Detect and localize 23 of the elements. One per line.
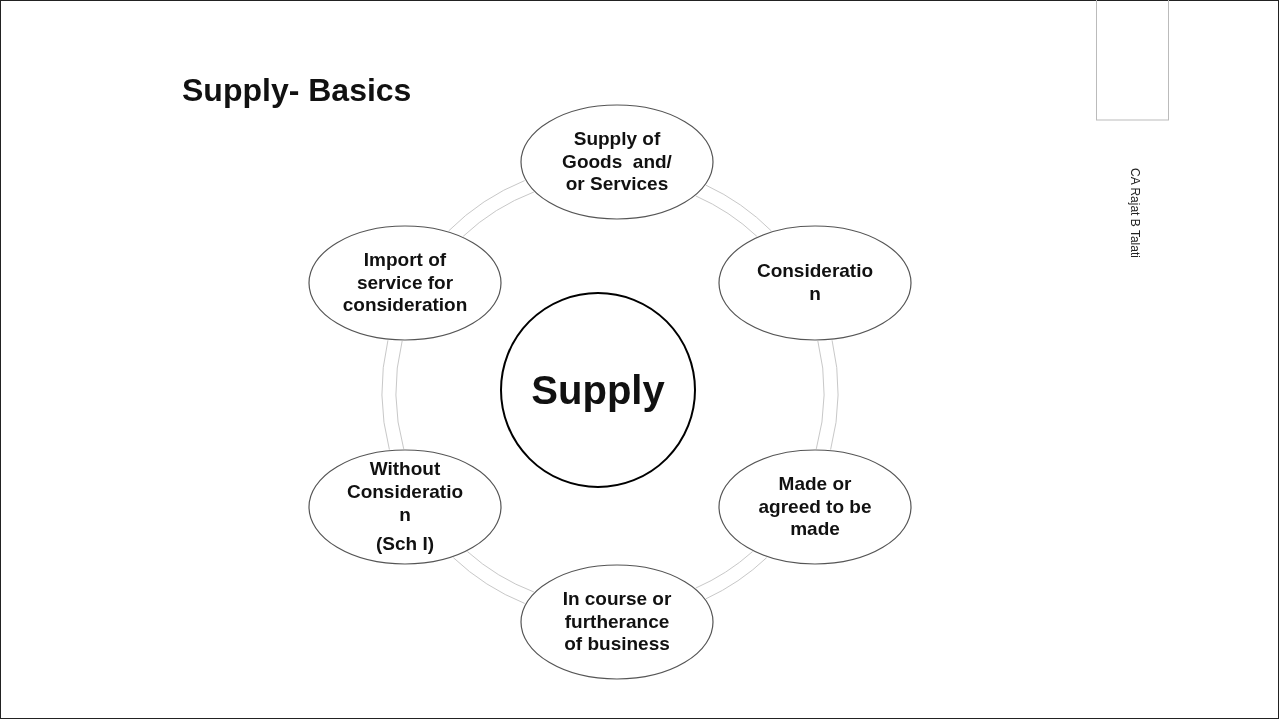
ellipse-node xyxy=(520,564,714,680)
node-label: Without Consideratio n xyxy=(345,458,465,527)
ring-connector xyxy=(815,339,839,451)
node-label: Import of service for consideration xyxy=(341,248,469,318)
ring-connector xyxy=(695,184,772,237)
ellipse-node xyxy=(308,449,502,565)
node-label: (Sch I) xyxy=(374,532,436,556)
ring-connector xyxy=(695,551,768,600)
node-label: Supply of Goods and/ or Services xyxy=(561,127,673,197)
ellipse-node xyxy=(520,104,714,220)
node-label: In course or furtherance of business xyxy=(561,587,673,657)
ellipse-node xyxy=(718,449,912,565)
author-note: CA Rajat B Talati xyxy=(1128,167,1142,260)
node-label: Made or agreed to be made xyxy=(757,472,873,542)
ring-connector xyxy=(448,180,535,237)
node-label: Supply xyxy=(530,367,666,414)
center-circle xyxy=(500,292,696,488)
ring-connector xyxy=(381,339,405,451)
ring-connector xyxy=(452,551,535,604)
slide-title: Supply- Basics xyxy=(182,72,412,109)
ellipse-node xyxy=(308,225,502,341)
ellipse-node xyxy=(718,225,912,341)
node-label: Consideratio n xyxy=(755,260,875,306)
